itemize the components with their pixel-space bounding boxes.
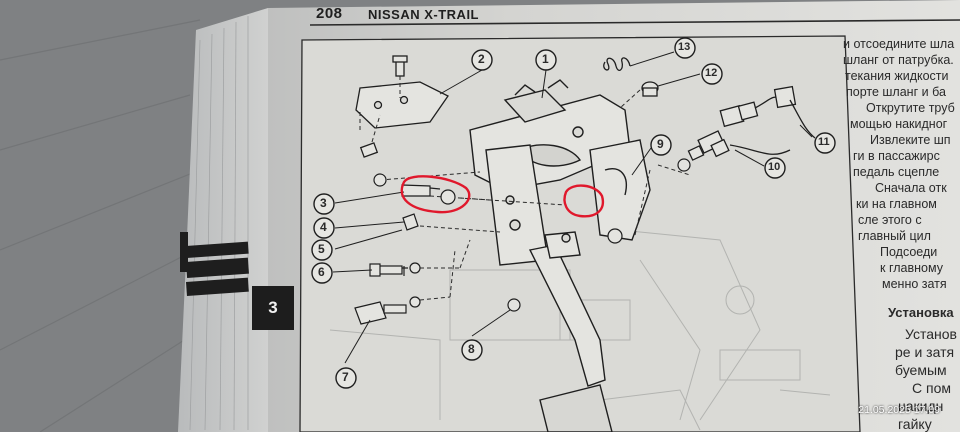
- leader-lines: [332, 51, 813, 364]
- callout-label: 13: [678, 41, 691, 53]
- callout-label: 3: [320, 196, 327, 210]
- part-switch-connector: [687, 85, 816, 161]
- section-heading: Установка: [888, 305, 954, 320]
- callout-1: [535, 49, 557, 71]
- header-rule: [309, 19, 960, 26]
- thumb-index-marks: [180, 232, 249, 296]
- text-line: Подсоеди: [880, 245, 938, 259]
- callout-label: 5: [318, 242, 325, 256]
- callout-5: [311, 239, 333, 261]
- text-line: шланг от патрубка.: [843, 53, 954, 67]
- callout-label: 4: [320, 220, 327, 234]
- callout-10: [764, 157, 786, 179]
- section-tab-badge: 3: [252, 286, 294, 330]
- page-edge-lines: [189, 16, 249, 431]
- callout-label: 8: [468, 342, 475, 356]
- red-marker-circles: [400, 175, 605, 218]
- text-line: порте шланг и ба: [846, 85, 946, 99]
- text-line: главный цил: [858, 229, 931, 243]
- text-line: мощью накидног: [850, 117, 948, 131]
- text-line: Сначала отк: [875, 181, 947, 195]
- text-line: Открутите труб: [866, 101, 955, 115]
- text-line: сле этого с: [858, 213, 922, 227]
- text-line: С пом: [912, 380, 951, 396]
- callout-11: [814, 132, 836, 154]
- callout-label: 6: [318, 265, 325, 279]
- page-number: 208: [316, 5, 343, 22]
- text-line: к главному: [880, 261, 943, 275]
- text-line: Извлеките шп: [870, 133, 951, 147]
- text-line: педаль сцепле: [853, 165, 940, 179]
- part-bracket: [355, 55, 449, 158]
- callout-label: 7: [342, 370, 349, 384]
- callout-13: [674, 37, 696, 59]
- callout-6: [311, 262, 333, 284]
- callout-circles: [311, 37, 836, 389]
- callout-2: [471, 49, 493, 71]
- callout-9: [650, 134, 672, 156]
- callout-8: [461, 339, 483, 361]
- part-fasteners: [354, 158, 691, 325]
- callout-label: 9: [657, 137, 664, 151]
- callout-label: 11: [818, 136, 830, 148]
- text-line: текания жидкости: [845, 69, 949, 83]
- text-line: и отсоедините шла: [843, 37, 955, 51]
- text-line: буемым: [895, 362, 947, 378]
- text-line: менно затя: [882, 277, 947, 291]
- photo-timestamp: 21.05.2025 17:09: [858, 404, 940, 416]
- text-line: Установ: [905, 326, 957, 342]
- callout-12: [701, 63, 723, 85]
- callout-label: 10: [768, 161, 781, 173]
- book-title: NISSAN X-TRAIL: [368, 7, 479, 22]
- callout-7: [335, 367, 357, 389]
- part-bushing: [641, 81, 659, 97]
- text-line: гайку: [898, 416, 932, 432]
- text-line: ки на главном: [856, 197, 937, 211]
- ghost-background-drawing: [329, 229, 831, 431]
- text-line: ре и затя: [895, 344, 955, 360]
- callout-4: [313, 217, 335, 239]
- callout-label: 2: [478, 52, 485, 66]
- text-line: ги в пассажирс: [853, 149, 940, 163]
- callout-3: [313, 193, 335, 215]
- book-page-edges: [178, 8, 268, 432]
- pedal-assembly-drawing: [469, 79, 651, 432]
- part-spring: [603, 57, 631, 72]
- table-grain: [0, 19, 201, 432]
- callout-label: 1: [542, 52, 549, 66]
- callout-label: 12: [705, 67, 718, 79]
- text-line: накидн: [898, 398, 944, 414]
